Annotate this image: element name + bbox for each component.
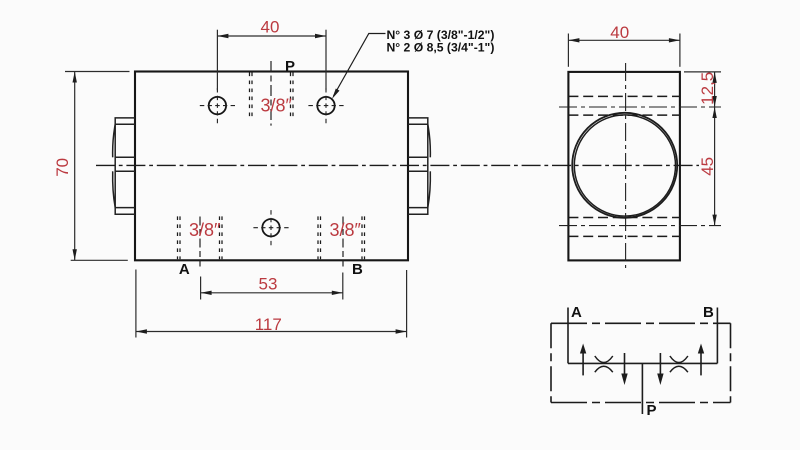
svg-text:P: P (647, 402, 657, 419)
svg-text:3/8″: 3/8″ (330, 220, 362, 240)
svg-text:12,5: 12,5 (698, 72, 717, 105)
svg-text:N° 2 Ø 8,5 (3/4"-1"): N° 2 Ø 8,5 (3/4"-1") (387, 40, 495, 54)
svg-text:3/8″: 3/8″ (261, 95, 293, 115)
svg-text:3/8″: 3/8″ (189, 220, 221, 240)
svg-text:117: 117 (255, 315, 282, 334)
svg-text:B: B (352, 261, 363, 278)
svg-text:45: 45 (698, 157, 717, 176)
svg-text:53: 53 (259, 275, 278, 294)
svg-text:A: A (571, 304, 582, 321)
svg-text:A: A (179, 261, 190, 278)
svg-text:40: 40 (610, 23, 629, 42)
svg-text:70: 70 (53, 158, 72, 177)
svg-text:B: B (703, 304, 714, 321)
svg-text:40: 40 (261, 18, 280, 37)
svg-text:N° 3 Ø 7 (3/8"-1/2"): N° 3 Ø 7 (3/8"-1/2") (387, 28, 495, 42)
svg-text:P: P (285, 58, 295, 75)
